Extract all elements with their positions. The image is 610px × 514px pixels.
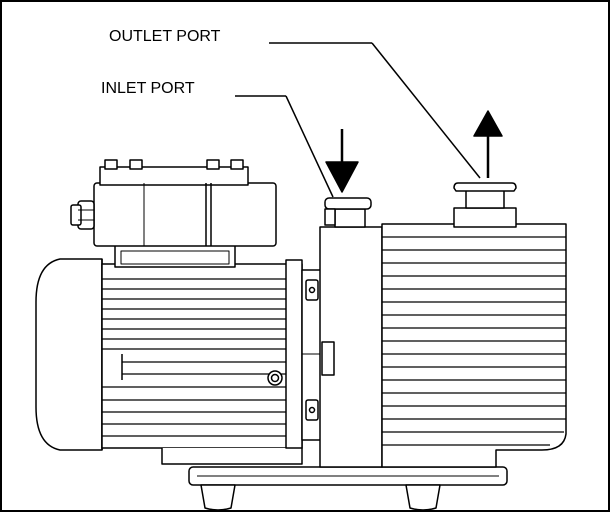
inlet-leader-line [235, 95, 334, 198]
terminal-box [93, 166, 277, 268]
motor-end-cap [35, 258, 103, 451]
coupling-flange [285, 259, 323, 449]
motor-body [101, 263, 303, 465]
terminal-box-bolts [104, 159, 244, 170]
outlet-port-label: OUTLET PORT [109, 28, 221, 45]
outlet-arrow-icon [473, 110, 503, 178]
left-foot [200, 484, 236, 511]
pump-housing [319, 226, 383, 468]
pump-cylinder-fins [381, 223, 567, 468]
outlet-port-fitting [453, 182, 517, 228]
outlet-leader-line [269, 42, 481, 179]
base-plate [188, 466, 508, 486]
right-foot [405, 484, 441, 511]
inlet-port-fitting [324, 197, 372, 228]
inlet-port-label: INLET PORT [101, 80, 195, 97]
cable-gland [70, 200, 95, 230]
inlet-arrow-icon [325, 129, 359, 193]
